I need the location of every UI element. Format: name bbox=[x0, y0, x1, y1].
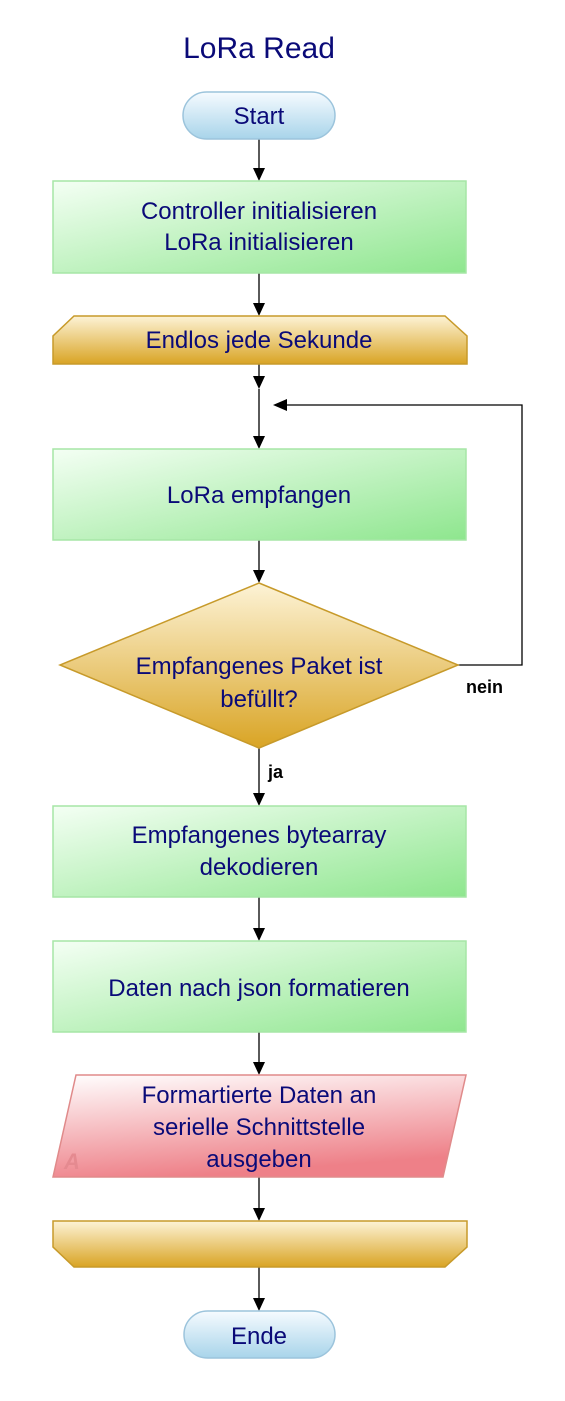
loop-start-label: Endlos jede Sekunde bbox=[146, 327, 373, 354]
end-label: Ende bbox=[231, 1323, 287, 1350]
arrowhead-end bbox=[253, 1298, 265, 1311]
edge-no-loopback bbox=[285, 404, 523, 666]
connectors bbox=[253, 139, 523, 1311]
node-loop-end bbox=[52, 1220, 468, 1268]
arrowhead-loop-end bbox=[253, 1208, 265, 1221]
node-start: Start bbox=[182, 91, 336, 140]
output-label-line2: serielle Schnittstelle bbox=[153, 1114, 365, 1141]
decision-label-line1: Empfangenes Paket ist bbox=[136, 653, 383, 680]
loop-end-shape bbox=[52, 1220, 468, 1268]
decode-process-shape bbox=[52, 805, 467, 898]
node-format: Daten nach json formatieren bbox=[52, 940, 467, 1033]
output-marker-letter: A bbox=[63, 1149, 80, 1174]
init-label-line2: LoRa initialisieren bbox=[164, 229, 353, 256]
decision-label-line2: befüllt? bbox=[220, 686, 297, 713]
node-decode: Empfangenes bytearray dekodieren bbox=[52, 805, 467, 898]
node-output: Formartierte Daten an serielle Schnittst… bbox=[52, 1074, 467, 1178]
init-label-line1: Controller initialisieren bbox=[141, 198, 377, 225]
arrowhead-init bbox=[253, 168, 265, 181]
diagram-title: LoRa Read bbox=[183, 32, 335, 65]
output-label-line3: ausgeben bbox=[206, 1146, 311, 1173]
loop-start-shape bbox=[52, 315, 468, 365]
arrowhead-format bbox=[253, 928, 265, 941]
output-io-shape bbox=[52, 1074, 467, 1178]
edge-label-yes: ja bbox=[267, 762, 284, 782]
arrowhead-output bbox=[253, 1062, 265, 1075]
decision-diamond-shape bbox=[58, 582, 460, 749]
start-label: Start bbox=[234, 103, 285, 130]
arrowhead-receive bbox=[253, 436, 265, 449]
node-init: Controller initialisieren LoRa initialis… bbox=[52, 180, 467, 274]
arrowhead-decode bbox=[253, 793, 265, 806]
node-loop-start: Endlos jede Sekunde bbox=[52, 315, 468, 365]
output-label-line1: Formartierte Daten an bbox=[142, 1082, 377, 1109]
receive-process-shape bbox=[52, 448, 467, 541]
arrowhead-loopback bbox=[273, 399, 287, 411]
node-end: Ende bbox=[183, 1310, 336, 1359]
arrowhead-decision bbox=[253, 570, 265, 583]
node-decision: Empfangenes Paket ist befüllt? bbox=[58, 582, 460, 749]
arrowhead-loop-start bbox=[253, 303, 265, 316]
receive-label: LoRa empfangen bbox=[167, 482, 351, 509]
edge-label-no: nein bbox=[466, 677, 503, 697]
format-label: Daten nach json formatieren bbox=[108, 975, 410, 1002]
decode-label-line2: dekodieren bbox=[200, 854, 319, 881]
end-terminal-shape bbox=[183, 1310, 336, 1359]
node-receive: LoRa empfangen bbox=[52, 448, 467, 541]
decode-label-line1: Empfangenes bytearray bbox=[132, 822, 387, 849]
arrowhead-merge bbox=[253, 376, 265, 389]
start-terminal-shape bbox=[182, 91, 336, 140]
init-process-shape bbox=[52, 180, 467, 274]
format-process-shape bbox=[52, 940, 467, 1033]
